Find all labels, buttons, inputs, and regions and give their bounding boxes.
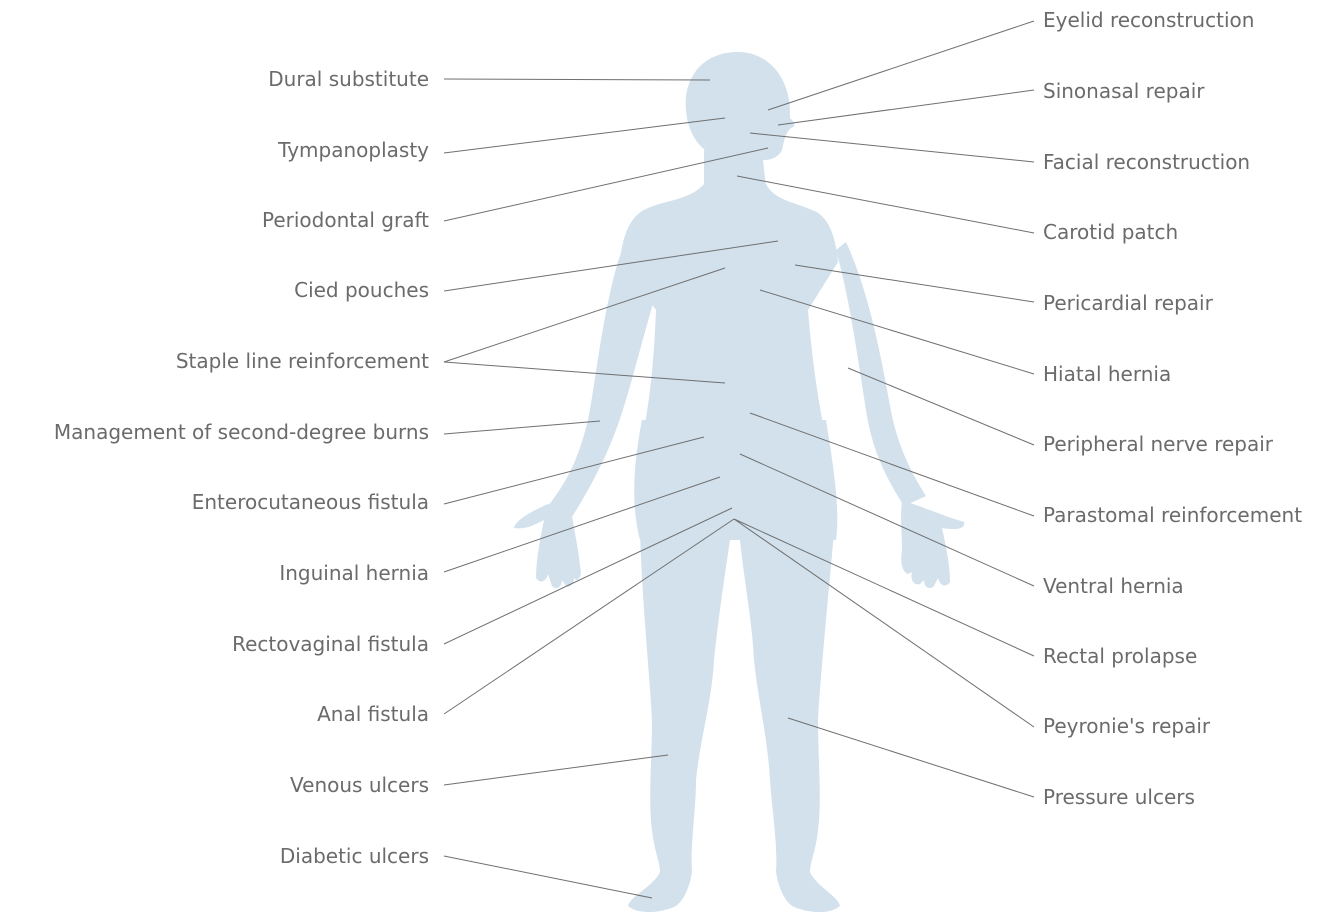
human-body-silhouette-icon [514,52,964,912]
label-inguinal-hernia: Inguinal hernia [279,561,429,585]
label-rectovaginal-fistula: Rectovaginal fistula [232,632,429,656]
label-facial-reconstruction: Facial reconstruction [1043,150,1250,174]
left-hand-shape [514,504,581,588]
label-staple-line-reinforcement: Staple line reinforcement [176,349,429,373]
label-peyronies-repair: Peyronie's repair [1043,714,1210,738]
right-arm-shape [836,242,926,506]
leader-tympanoplasty [444,118,725,153]
label-parastomal-reinforcement: Parastomal reinforcement [1043,503,1302,527]
label-cied-pouches: Cied pouches [294,278,429,302]
label-carotid-patch: Carotid patch [1043,220,1178,244]
label-pressure-ulcers: Pressure ulcers [1043,785,1195,809]
label-enterocutaneous-fistula: Enterocutaneous fistula [192,490,429,514]
label-ventral-hernia: Ventral hernia [1043,574,1184,598]
left-leg-shape [628,532,730,912]
label-sinonasal-repair: Sinonasal repair [1043,79,1205,103]
label-peripheral-nerve-repair: Peripheral nerve repair [1043,432,1273,456]
leader-facial-reconstruction [750,133,1034,162]
leader-pericardial-repair [795,265,1034,302]
leader-eyelid-reconstruction [768,21,1034,110]
leader-sinonasal-repair [778,90,1034,125]
hips-shape [634,420,837,540]
label-dural-substitute: Dural substitute [268,67,429,91]
leader-diabetic-ulcers [444,856,652,898]
label-hiatal-hernia: Hiatal hernia [1043,362,1171,386]
label-rectal-prolapse: Rectal prolapse [1043,644,1197,668]
label-venous-ulcers: Venous ulcers [290,773,429,797]
right-leg-shape [740,532,840,912]
label-management-of-second-degree-burns: Management of second-degree burns [54,420,429,444]
leader-venous-ulcers [444,755,668,785]
leader-second-degree-burns [444,421,600,434]
label-tympanoplasty: Tympanoplasty [278,138,429,162]
label-anal-fistula: Anal fistula [317,702,429,726]
label-pericardial-repair: Pericardial repair [1043,291,1213,315]
label-periodontal-graft: Periodontal graft [262,208,429,232]
right-hand-shape [901,500,964,588]
torso-shape [620,184,838,440]
leader-pressure-ulcers [788,718,1034,797]
label-eyelid-reconstruction: Eyelid reconstruction [1043,8,1254,32]
label-diabetic-ulcers: Diabetic ulcers [280,844,429,868]
leader-dural-substitute [444,79,710,80]
